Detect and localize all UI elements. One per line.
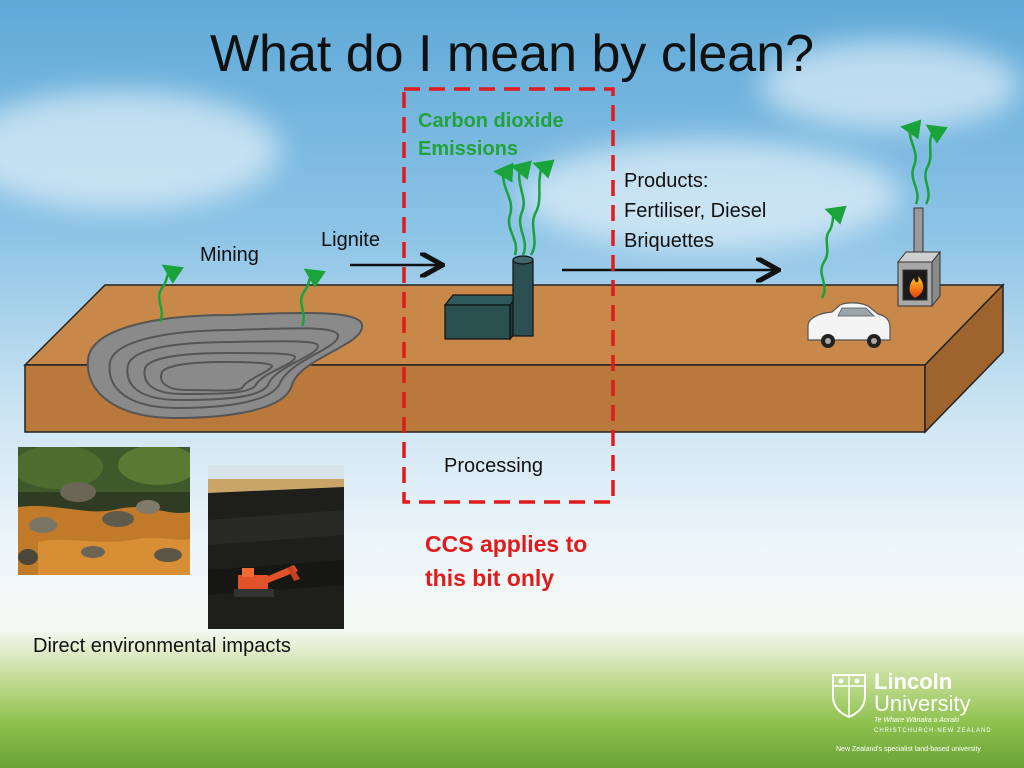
environmental-impacts-label: Direct environmental impacts [33,635,291,657]
co2-emissions-line: Carbon dioxide [418,110,564,132]
excavator-icon [234,565,300,597]
ccs-note: CCS applies to this bit only [425,527,587,595]
car-icon [807,302,891,348]
ccs-boundary-box [402,87,615,504]
emission-arrow [820,205,847,299]
co2-emissions-label: Carbon dioxide Emissions [418,107,564,163]
lincoln-university-logo: Lincoln University Te Whare Wānaka o Aor… [830,670,1020,740]
co2-emission-arrow [493,162,518,256]
polluted-stream-photo [18,447,190,575]
emission-arrow [299,268,326,327]
ccs-note-line: CCS applies to [425,531,588,557]
wood-stove-icon [896,207,942,308]
emission-arrow [900,119,922,205]
products-line: Briquettes [624,230,715,252]
processing-label: Processing [444,455,543,477]
university-name-line: University [874,691,971,716]
ccs-note-line: this bit only [425,565,555,591]
products-line: Fertiliser, Diesel [624,200,767,222]
processing-plant [443,255,534,341]
products-label: Products: Fertiliser, Diesel Briquettes [624,166,766,256]
co2-emission-arrow [510,160,532,256]
excavator-photo [208,465,344,629]
open-pit-mine [86,311,363,420]
co2-emissions-line: Emissions [418,138,519,160]
cloud [0,90,280,210]
emission-arrow [924,124,948,205]
university-crest-icon [832,674,866,718]
university-tagline: New Zealand's specialist land-based univ… [836,746,981,753]
cloud [760,40,1020,130]
products-line: Products: [624,170,709,192]
cloud [520,140,900,250]
emission-arrow [157,264,184,323]
university-location: CHRISTCHURCH·NEW ZEALAND [874,728,992,734]
university-motto: Te Whare Wānaka o Aoraki [874,717,960,724]
lignite-label: Lignite [321,229,380,251]
co2-emission-arrow [529,159,555,256]
university-name-line: Lincoln [874,669,953,694]
mining-label: Mining [200,244,259,266]
slide-title: What do I mean by clean? [209,25,815,83]
